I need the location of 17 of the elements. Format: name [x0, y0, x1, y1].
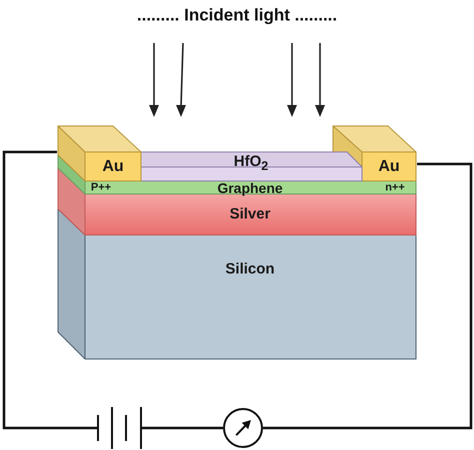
doping-label: n++ — [385, 182, 405, 194]
heading-text: ......... Incident light ......... — [136, 6, 338, 24]
electrode-block — [57, 125, 142, 182]
layer-label: HfO$_{2}$ — [234, 154, 268, 172]
battery-symbol — [97, 407, 142, 449]
electrode-label: Au — [378, 159, 400, 175]
wire — [141, 426, 223, 430]
wire — [263, 162, 472, 430]
layer-label: Graphene — [217, 181, 283, 195]
dielectric-layer — [140, 151, 363, 182]
wire — [2, 150, 98, 430]
layer-label: Silver — [230, 206, 270, 222]
meter-symbol — [223, 408, 263, 448]
doping-label: P++ — [90, 182, 112, 194]
layer-label: Silicon — [225, 262, 275, 276]
electrode-label: Au — [102, 159, 124, 175]
electrode-block — [332, 125, 417, 182]
